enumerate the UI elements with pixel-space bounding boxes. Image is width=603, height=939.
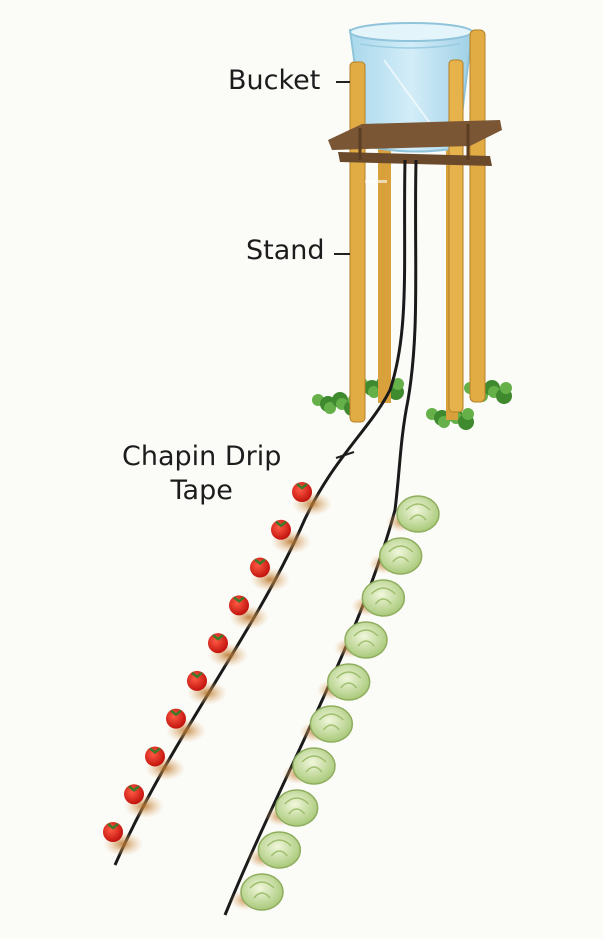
- cabbage-plant: [247, 831, 302, 869]
- tomato-plant: [292, 482, 332, 516]
- cabbage-plant: [368, 537, 423, 575]
- cabbage-row: [230, 495, 440, 911]
- stand-label: Stand: [246, 235, 325, 266]
- cabbage-plant: [351, 579, 406, 617]
- drip-tape-label-line2: Tape: [170, 474, 233, 506]
- drip-tape-label: Chapin Drip Tape: [122, 440, 281, 508]
- tomato-plant: [229, 595, 269, 630]
- stand-leg-front-right: [469, 29, 486, 403]
- tomato-plant: [145, 746, 185, 781]
- tomato-plant: [271, 519, 311, 554]
- cabbage-plant: [334, 621, 388, 659]
- tomato-row: [103, 482, 332, 856]
- stand-leg-front-left: [349, 61, 366, 423]
- cabbage-plant: [299, 705, 354, 743]
- cabbage-plant: [316, 663, 371, 701]
- tomato-plant: [250, 557, 290, 592]
- tomato-plant: [103, 822, 143, 856]
- tomato-plant: [187, 670, 227, 705]
- drip-tape-left: [113, 159, 407, 866]
- tomato-plant: [166, 708, 206, 743]
- cabbage-plant: [386, 495, 440, 533]
- tomato-plant: [208, 633, 248, 668]
- stand-leg-mid-right: [448, 59, 464, 413]
- stand-frame: [328, 120, 502, 183]
- cabbage-plant: [264, 789, 319, 827]
- cabbage-plant: [282, 747, 336, 785]
- tomato-plant: [124, 784, 164, 819]
- drip-tape-label-line1: Chapin Drip: [122, 441, 282, 472]
- bucket-label: Bucket: [228, 65, 321, 96]
- cabbage-plant: [230, 873, 284, 911]
- stand-leg-back-left: [378, 118, 391, 403]
